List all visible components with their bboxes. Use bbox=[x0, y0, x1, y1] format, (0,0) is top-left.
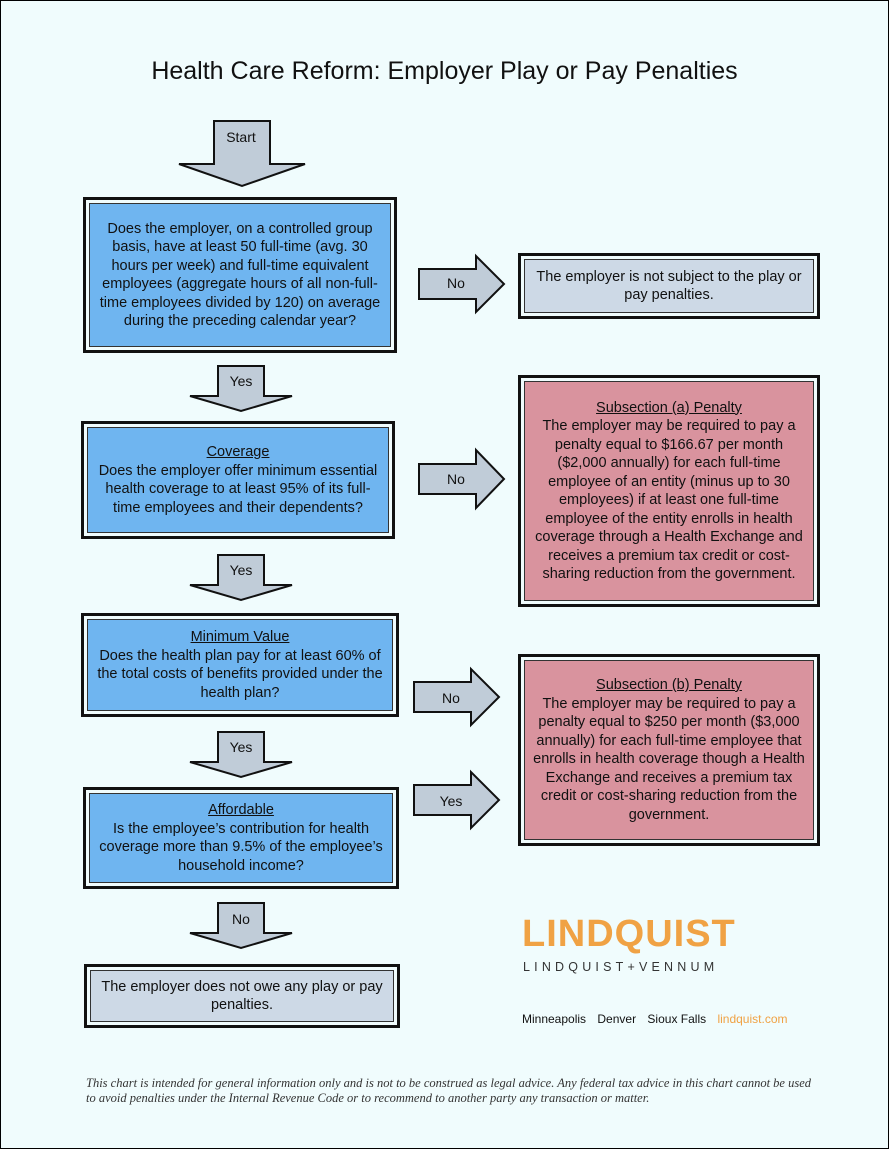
minimum-value-question: Minimum Value Does the health plan pay f… bbox=[81, 613, 399, 717]
q3-yes-arrow bbox=[189, 731, 293, 779]
subsection-b-penalty: Subsection (b) Penalty The employer may … bbox=[518, 654, 820, 846]
minimum-value-question-text: Does the health plan pay for at least 60… bbox=[97, 647, 383, 701]
affordable-question-text: Is the employee’s contribution for healt… bbox=[99, 820, 383, 874]
minimum-value-heading: Minimum Value bbox=[190, 629, 290, 645]
lindquist-vennum-wordmark: LINDQUIST+VENNUM bbox=[523, 960, 719, 974]
q3-no-arrow bbox=[413, 666, 501, 728]
office-minneapolis: Minneapolis bbox=[522, 1012, 587, 1026]
q4-no-arrow bbox=[189, 902, 293, 950]
q4-yes-label: Yes bbox=[439, 793, 463, 809]
affordable-question: Affordable Is the employee’s contributio… bbox=[83, 787, 399, 889]
q3-no-label: No bbox=[442, 690, 460, 706]
office-sioux-falls: Sioux Falls bbox=[647, 1012, 707, 1026]
q2-yes-arrow bbox=[189, 554, 293, 602]
q2-no-arrow bbox=[418, 447, 506, 511]
subsection-b-heading: Subsection (b) Penalty bbox=[596, 677, 742, 693]
lindquist-logo: LINDQUIST bbox=[522, 913, 736, 955]
q1-no-arrow bbox=[418, 253, 506, 315]
not-subject-outcome: The employer is not subject to the play … bbox=[518, 253, 820, 319]
subsection-a-heading: Subsection (a) Penalty bbox=[596, 399, 742, 416]
office-locations: Minneapolis Denver Sioux Falls lindquist… bbox=[522, 1012, 795, 1026]
subsection-b-text: The employer may be required to pay a pe… bbox=[533, 695, 805, 823]
q2-yes-label: Yes bbox=[229, 562, 253, 578]
q4-no-label: No bbox=[232, 911, 250, 927]
website-link[interactable]: lindquist.com bbox=[717, 1012, 788, 1026]
q1-yes-label: Yes bbox=[229, 373, 253, 389]
page-title: Health Care Reform: Employer Play or Pay… bbox=[151, 57, 738, 85]
subsection-a-penalty: Subsection (a) Penalty The employer may … bbox=[518, 375, 820, 607]
start-arrow bbox=[178, 120, 306, 188]
no-penalty-outcome-text: The employer does not owe any play or pa… bbox=[101, 978, 383, 1014]
office-denver: Denver bbox=[597, 1012, 637, 1026]
q4-yes-arrow bbox=[413, 769, 501, 831]
start-label: Start bbox=[226, 129, 256, 145]
legal-disclaimer: This chart is intended for general infor… bbox=[86, 1076, 812, 1105]
q1-no-label: No bbox=[447, 275, 465, 291]
not-subject-outcome-text: The employer is not subject to the play … bbox=[536, 268, 802, 304]
q2-no-label: No bbox=[447, 471, 465, 487]
subsection-a-text: The employer may be required to pay a pe… bbox=[535, 418, 803, 582]
q3-yes-label: Yes bbox=[229, 739, 253, 755]
coverage-question: Coverage Does the employer offer minimum… bbox=[81, 421, 395, 539]
employee-count-question-text: Does the employer, on a controlled group… bbox=[99, 220, 381, 330]
employee-count-question: Does the employer, on a controlled group… bbox=[83, 197, 397, 353]
no-penalty-outcome: The employer does not owe any play or pa… bbox=[84, 964, 400, 1028]
coverage-heading: Coverage bbox=[206, 444, 270, 460]
affordable-heading: Affordable bbox=[208, 802, 274, 818]
q1-yes-arrow bbox=[189, 365, 293, 413]
coverage-question-text: Does the employer offer minimum essentia… bbox=[98, 462, 378, 516]
